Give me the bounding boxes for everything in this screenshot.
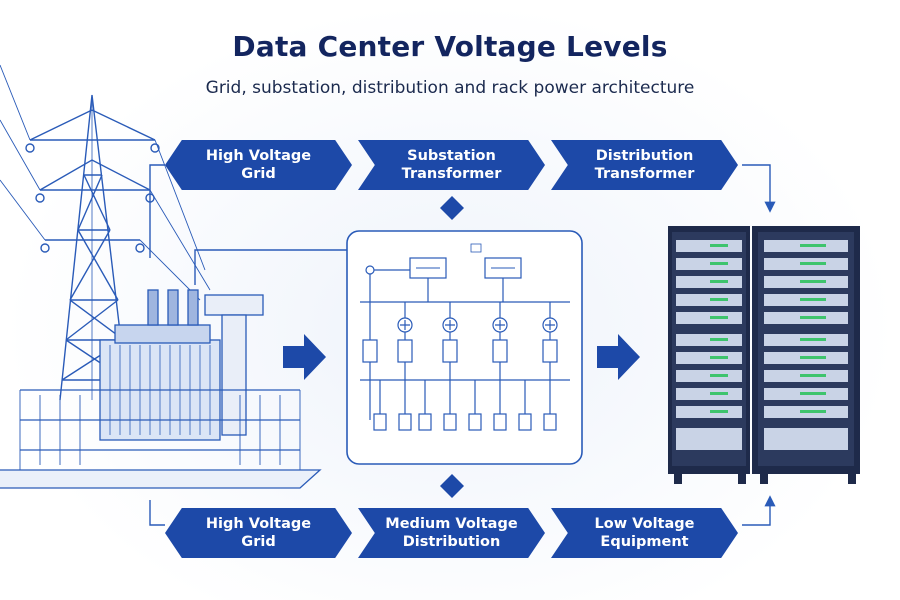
switchgear-schematic (346, 230, 583, 465)
server-rack-icon (668, 226, 860, 484)
page-subtitle: Grid, substation, distribution and rack … (205, 78, 695, 98)
flow-step-high-voltage-grid-bottom: High Voltage Grid (165, 508, 352, 558)
flow-step-distribution-transformer: Distribution Transformer (551, 140, 738, 190)
diamond-bottom (440, 474, 464, 498)
rack-status-leds (710, 244, 826, 413)
flow-step-substation-transformer: Substation Transformer (358, 140, 545, 190)
flow-step-label: Substation Transformer (401, 148, 502, 182)
flow-step-high-voltage-grid-top: High Voltage Grid (165, 140, 352, 190)
flow-step-label: Medium Voltage Distribution (385, 516, 518, 550)
flow-step-label: High Voltage Grid (205, 516, 312, 550)
diamond-markers (440, 196, 464, 498)
arrow-to-schematic (283, 334, 326, 380)
flow-step-label: Low Voltage Equipment (594, 516, 695, 550)
flow-step-label: High Voltage Grid (205, 148, 312, 182)
flow-step-label: Distribution Transformer (594, 148, 695, 182)
substation-transformer-icon (0, 289, 322, 489)
flow-arrows (283, 334, 640, 380)
transmission-tower-icon (0, 64, 211, 401)
diamond-top (440, 196, 464, 220)
arrow-to-rack (597, 334, 640, 380)
flow-step-medium-voltage-distribution: Medium Voltage Distribution (358, 508, 545, 558)
page-title: Data Center Voltage Levels (232, 30, 668, 63)
flow-step-low-voltage-equipment: Low Voltage Equipment (551, 508, 738, 558)
